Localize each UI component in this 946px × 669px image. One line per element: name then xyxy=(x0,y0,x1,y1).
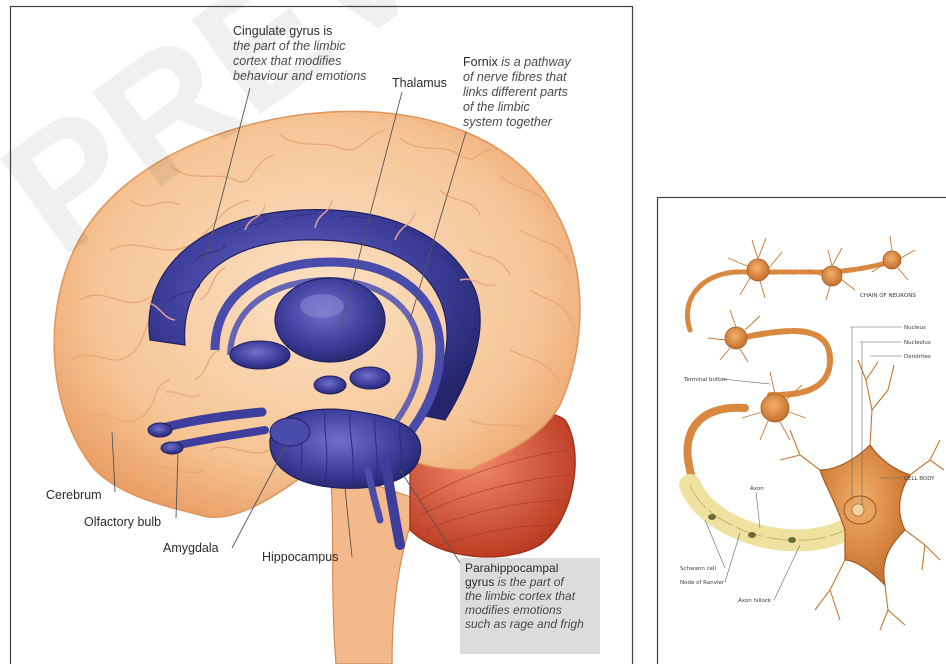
cingulate-title-suffix: is xyxy=(320,24,333,38)
cingulate-desc-2: cortex that modifies xyxy=(233,54,341,68)
fornix-desc-2: links different parts xyxy=(463,85,568,99)
label-nucleolus: Nucleolus xyxy=(904,340,931,346)
thalamus xyxy=(275,278,385,362)
neuron-panel: CHAIN OF NEURONS Nucleus Nucleolus Dendr… xyxy=(658,198,946,665)
label-hippocampus: Hippocampus xyxy=(262,550,338,565)
label-terminal-button: Terminal button xyxy=(683,377,728,383)
fornix-desc-1: of nerve fibres that xyxy=(463,70,567,84)
parahippocampal-desc-3: such as rage and frigh xyxy=(465,617,584,631)
cingulate-desc-1: the part of the limbic xyxy=(233,39,346,53)
label-cerebrum: Cerebrum xyxy=(46,488,102,503)
label-dendrites: Dendrites xyxy=(904,354,931,360)
fornix-desc-3: of the limbic xyxy=(463,100,530,114)
cingulate-title: Cingulate gyrus xyxy=(233,24,320,38)
label-cell-body: CELL BODY xyxy=(904,476,935,482)
cingulate-desc-3: behaviour and emotions xyxy=(233,69,366,83)
label-axon: Axon xyxy=(750,486,764,492)
nucleolus xyxy=(852,504,864,516)
label-amygdala: Amygdala xyxy=(163,541,219,556)
olfactory-bulb xyxy=(148,423,172,437)
label-olfactory-bulb: Olfactory bulb xyxy=(84,515,161,530)
parahippocampal-desc-2: modifies emotions xyxy=(465,603,562,617)
parahippocampal-desc-first: is the part of xyxy=(494,575,563,589)
parahippocampal-title-2: gyrus xyxy=(465,575,494,589)
label-parahippocampal-box: Parahippocampal gyrus is the part of the… xyxy=(460,558,600,654)
label-fornix: Fornix is a pathway of nerve fibres that… xyxy=(463,55,623,130)
label-axon-hillock: Axon hillock xyxy=(738,598,772,604)
fornix-desc-first: is a pathway xyxy=(498,55,571,69)
label-nucleus: Nucleus xyxy=(904,325,926,331)
parahippocampal-desc-1: the limbic cortex that xyxy=(465,589,575,603)
neuron-panel-border xyxy=(658,198,946,665)
amygdala xyxy=(270,418,310,446)
label-schwann-cell: Schwann cell xyxy=(680,566,717,572)
fornix-desc-4: system together xyxy=(463,115,552,129)
parahippocampal-title-1: Parahippocampal xyxy=(465,561,558,575)
label-node-of-ranvier: Node of Ranvier xyxy=(680,580,725,586)
fornix-title: Fornix xyxy=(463,55,498,69)
label-chain-of-neurons: CHAIN OF NEURONS xyxy=(860,293,916,299)
label-thalamus: Thalamus xyxy=(392,76,447,91)
label-cingulate-gyrus: Cingulate gyrus is the part of the limbi… xyxy=(233,24,403,84)
